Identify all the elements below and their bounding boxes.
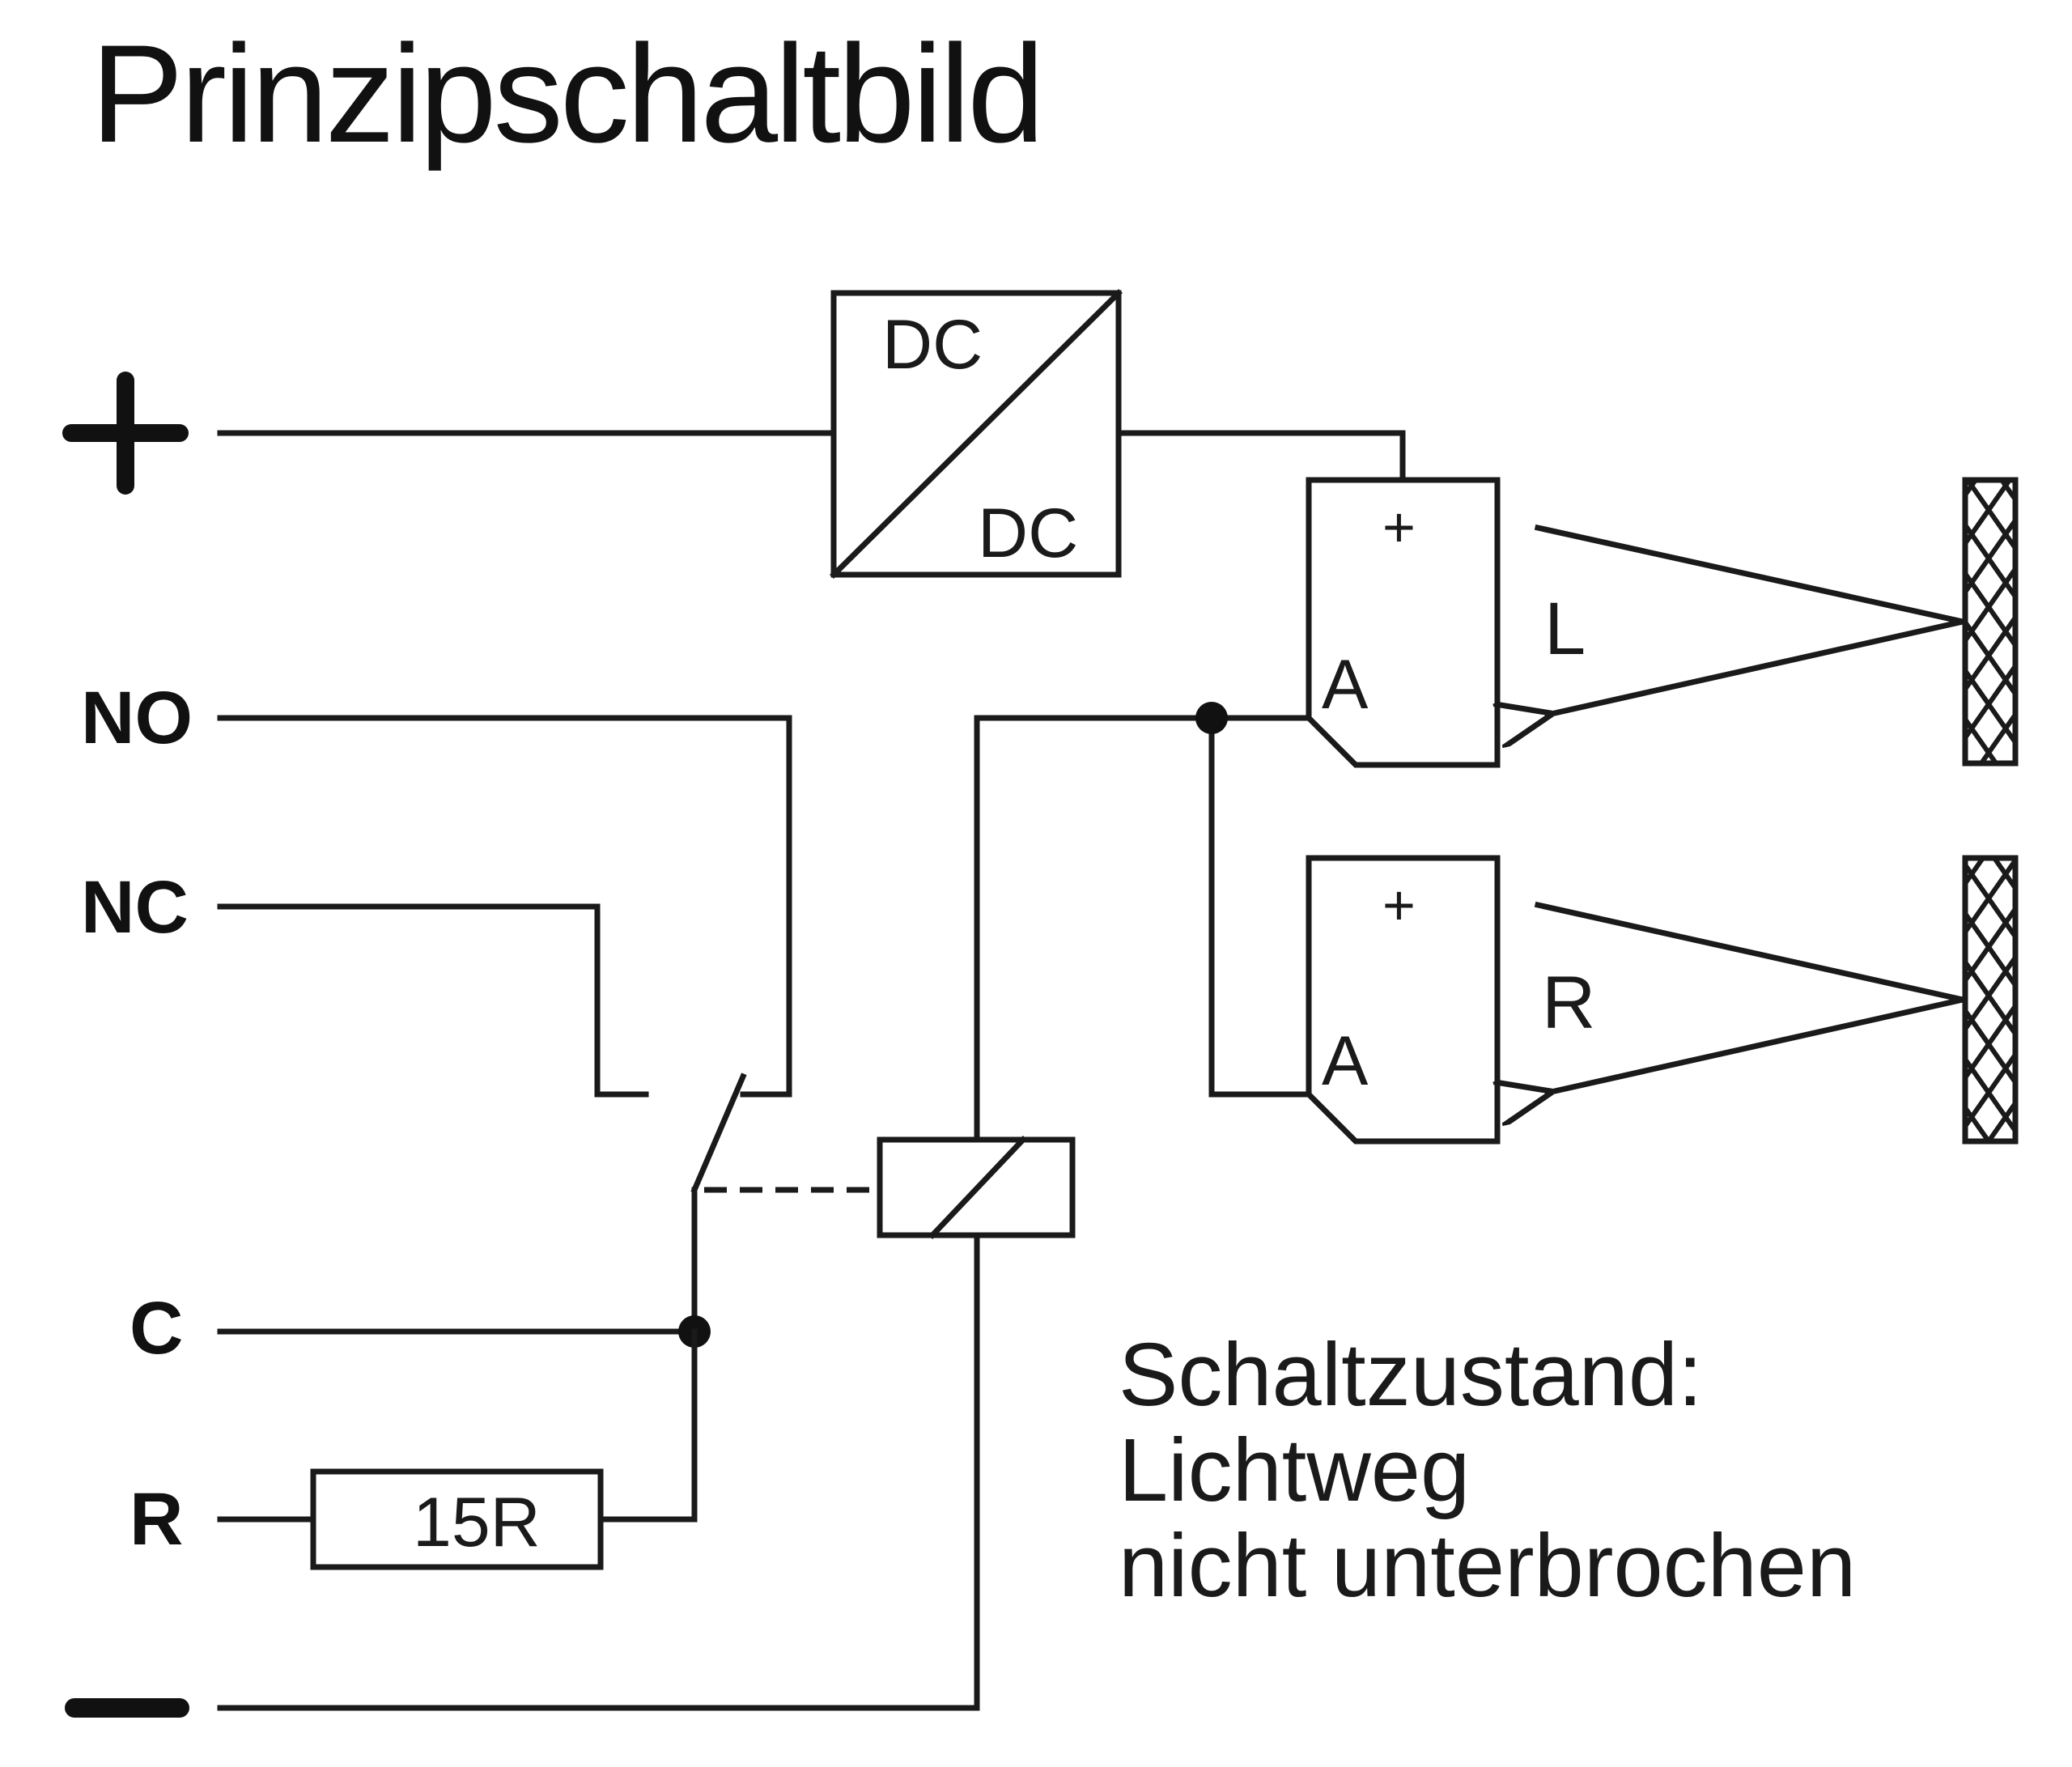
sensor-l: + A	[1306, 477, 1501, 768]
resistor-15r: 15R	[310, 1468, 604, 1570]
relay-contact-switch	[690, 1073, 747, 1335]
resistor-label: 15R	[413, 1484, 541, 1561]
terminal-r-label: R	[130, 1478, 183, 1561]
dc-dc-converter: DC DC	[830, 289, 1123, 579]
status-line-3: nicht unterbrochen	[1119, 1516, 1857, 1616]
status-line-2: Lichtweg	[1119, 1421, 1471, 1520]
beam-r	[1538, 901, 1967, 1093]
junction-sensor	[1195, 702, 1228, 734]
reflector-r	[1962, 855, 2019, 1145]
sensor-l-amp: A	[1322, 646, 1369, 724]
wire-sensor-r-output	[1208, 715, 1312, 1098]
converter-output-label: DC	[978, 495, 1078, 572]
wire-converter-to-sensor	[1115, 430, 1406, 483]
wire-sensor-output	[974, 715, 1312, 1143]
wire-r	[217, 1328, 698, 1523]
converter-input-label: DC	[882, 306, 983, 384]
page-title: Prinzipschaltbild	[91, 16, 1045, 172]
reflector-l	[1962, 477, 2019, 767]
relay-coil	[877, 1136, 1076, 1239]
wire-minus	[217, 1232, 980, 1711]
sensor-r-plus: +	[1382, 873, 1416, 937]
sensor-r-amp: A	[1322, 1022, 1369, 1100]
terminal-plus	[62, 372, 189, 495]
wire-no	[217, 715, 792, 1098]
switch-state-note: Schaltzustand: Lichtweg nicht unterbroch…	[1119, 1327, 1856, 1614]
sensor-l-plus: +	[1382, 495, 1416, 559]
beam-l	[1538, 524, 1967, 715]
terminal-no-label: NO	[81, 677, 193, 759]
beam-l-label: L	[1544, 588, 1586, 670]
beam-r-label: R	[1542, 962, 1595, 1044]
wire-nc	[217, 903, 649, 1098]
terminal-nc-label: NC	[81, 866, 189, 949]
terminal-c-label: C	[130, 1287, 183, 1370]
status-line-1: Schaltzustand:	[1119, 1325, 1703, 1425]
sensor-r: + A	[1306, 855, 1501, 1145]
